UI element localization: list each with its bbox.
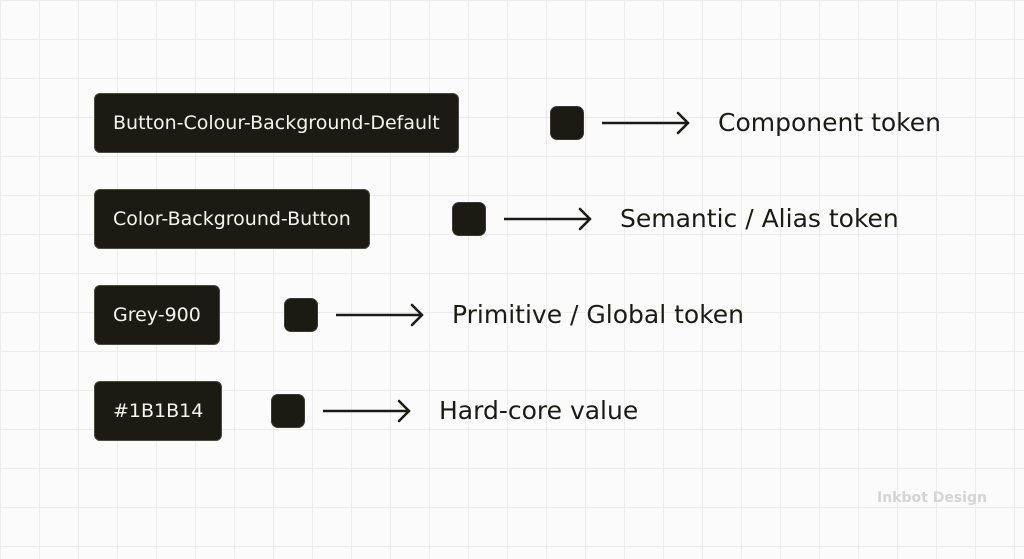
token-row-component: Button-Colour-Background-Default Compone… [0, 93, 1024, 155]
token-name-chip: Button-Colour-Background-Default [94, 93, 459, 153]
arrow-right-icon [504, 207, 594, 231]
color-swatch-icon [284, 298, 318, 332]
token-name-chip: Grey-900 [94, 285, 220, 345]
color-swatch-icon [452, 202, 486, 236]
token-row-semantic: Color-Background-Button Semantic / Alias… [0, 189, 1024, 251]
token-tier-label: Hard-core value [439, 396, 639, 425]
watermark: Inkbot Design [877, 490, 987, 506]
token-row-hardcoded: #1B1B14 Hard-core value [0, 381, 1024, 443]
token-tier-label: Primitive / Global token [452, 300, 745, 329]
token-tier-label: Component token [718, 108, 941, 137]
token-row-primitive: Grey-900 Primitive / Global token [0, 285, 1024, 347]
color-swatch-icon [271, 394, 305, 428]
token-tier-label: Semantic / Alias token [620, 204, 899, 233]
arrow-right-icon [323, 399, 413, 423]
arrow-right-icon [602, 111, 692, 135]
color-swatch-icon [550, 106, 584, 140]
token-name-chip: #1B1B14 [94, 381, 223, 441]
arrow-right-icon [336, 303, 426, 327]
token-name-chip: Color-Background-Button [94, 189, 370, 249]
